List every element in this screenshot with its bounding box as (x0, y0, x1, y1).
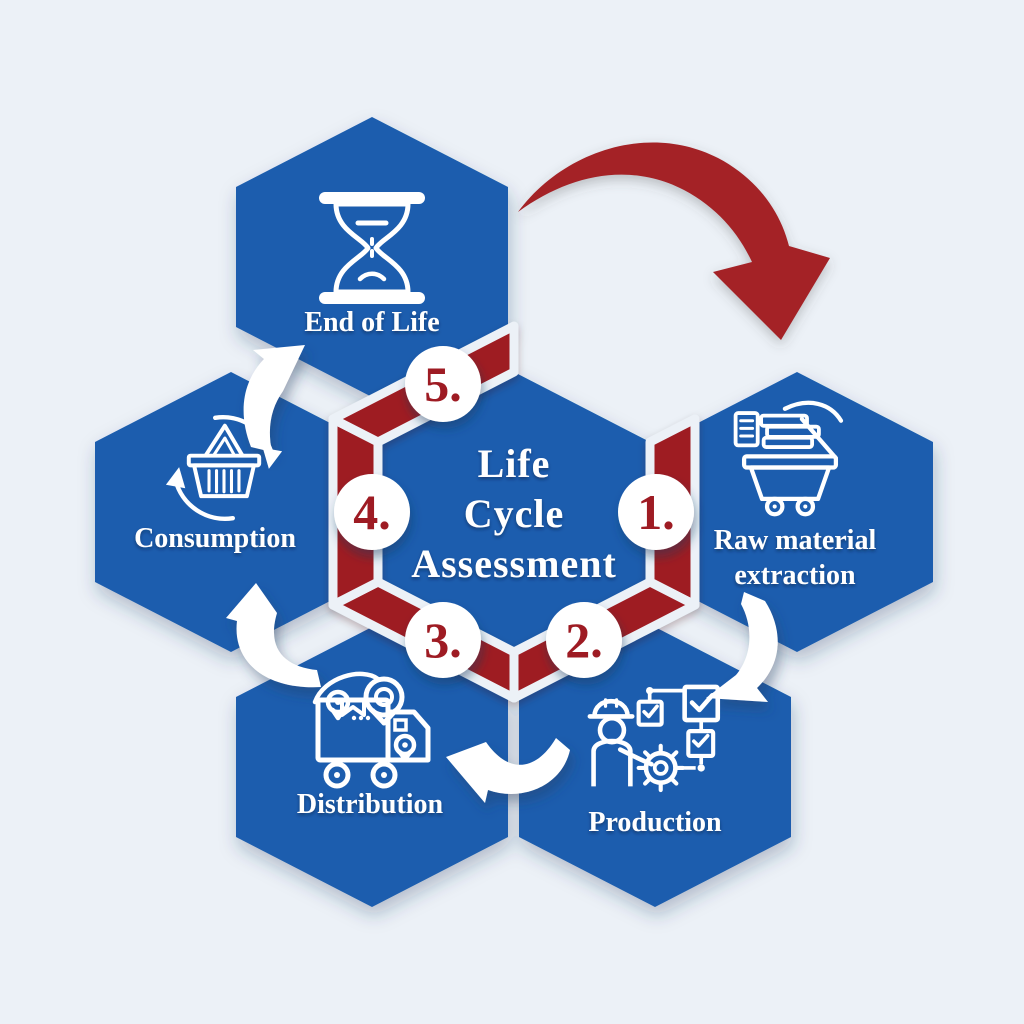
label-end-of-life: End of Life (304, 307, 439, 338)
worker-gear-checklist-icon (587, 684, 721, 793)
step-circle-1 (618, 474, 694, 550)
mining-cart-pickaxe-icon (733, 400, 844, 517)
title-line-3: Assessment (411, 541, 617, 586)
diagram-title: Life Cycle Assessment (411, 441, 617, 586)
hexagon-consumption (95, 372, 367, 652)
arrow-distribution-to-consumption (226, 583, 321, 688)
step-circle-5 (405, 346, 481, 422)
label-distribution: Distribution (297, 789, 444, 820)
flow-arrows (226, 345, 778, 803)
label-consumption: Consumption (134, 523, 296, 554)
hexagon-distribution (236, 627, 508, 907)
label-raw-material-line1: Raw material (714, 525, 877, 556)
arrow-production-to-distribution (446, 738, 570, 803)
hexagon-raw-material (661, 372, 933, 652)
title-line-1: Life (478, 441, 551, 486)
hexagon-center (378, 372, 650, 652)
step-number-2: 2. (565, 612, 603, 668)
step-number-3: 3. (424, 612, 462, 668)
shopping-basket-cycle-arrows-icon (165, 415, 283, 521)
step-number-5: 5. (424, 356, 462, 412)
title-line-2: Cycle (464, 491, 565, 536)
red-curved-arrow (518, 142, 830, 340)
arrow-raw-to-production (706, 592, 778, 702)
step-number-1: 1. (637, 484, 675, 540)
label-raw-material-line2: extraction (734, 560, 856, 591)
step-circle-4 (334, 474, 410, 550)
label-production: Production (588, 807, 722, 838)
arrow-consumption-to-endoflife (243, 345, 305, 452)
step-circle-3 (405, 602, 481, 678)
step-circle-2 (546, 602, 622, 678)
step-number-4: 4. (353, 484, 391, 540)
step-circles: 1. 2. 3. 4. 5. (334, 346, 694, 678)
hourglass-icon (319, 192, 425, 304)
stage-labels: End of Life Raw material extraction Prod… (134, 307, 876, 838)
delivery-truck-location-pins-icon (312, 671, 431, 789)
